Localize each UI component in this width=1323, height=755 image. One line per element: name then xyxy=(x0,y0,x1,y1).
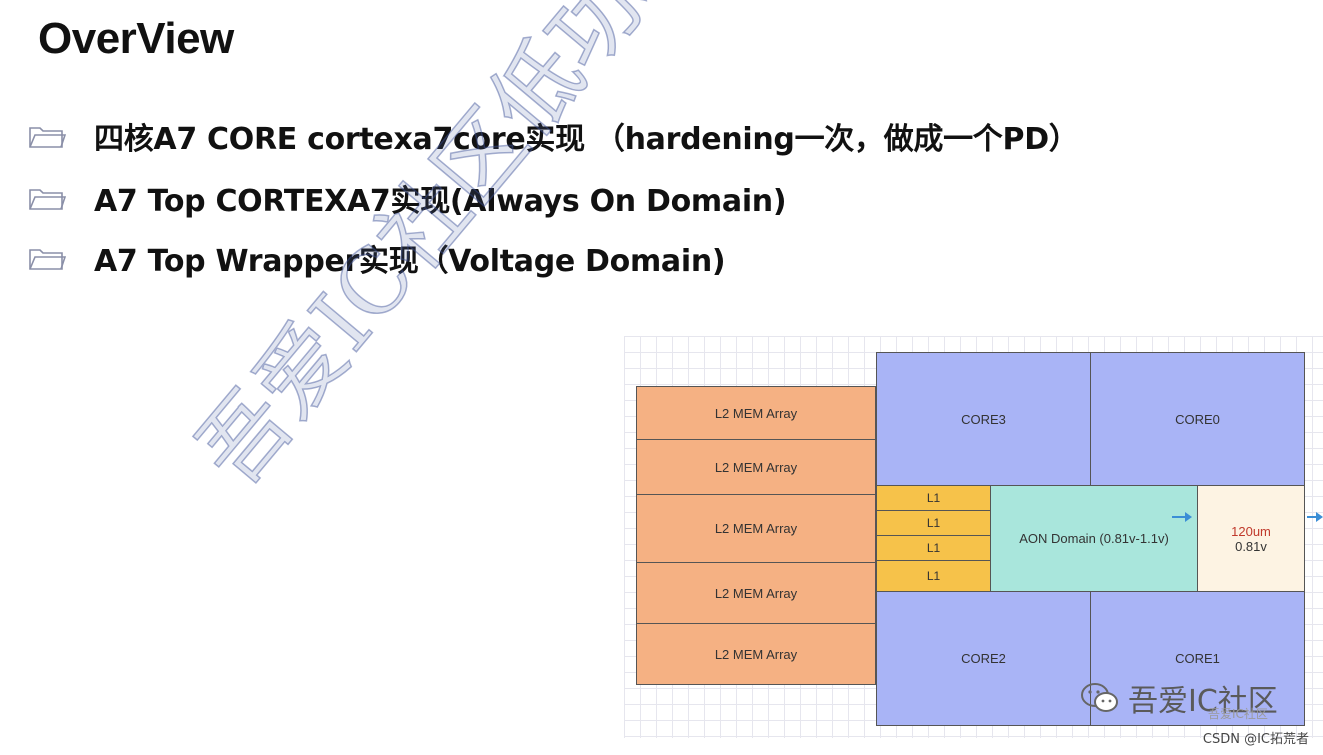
l2-mem-array: L2 MEM Array xyxy=(636,386,876,440)
l1-cache: L1 xyxy=(876,510,991,536)
folder-icon xyxy=(29,127,66,148)
l1-cache: L1 xyxy=(876,485,991,511)
core3-block: CORE3 xyxy=(876,352,1091,486)
bullet-text: A7 Top Wrapper实现（Voltage Domain) xyxy=(94,244,726,279)
core1-block: CORE1 xyxy=(1090,591,1305,726)
core0-block: CORE0 xyxy=(1090,352,1305,486)
aon-domain: AON Domain (0.81v-1.1v) xyxy=(990,485,1198,592)
bullet-item: A7 Top CORTEXA7实现(Always On Domain) xyxy=(28,178,787,219)
core2-block: CORE2 xyxy=(876,591,1091,726)
bullet-item: A7 Top Wrapper实现（Voltage Domain) xyxy=(28,238,726,279)
brand-logo: 吾爱IC社区 xyxy=(1080,676,1278,720)
l1-cache: L1 xyxy=(876,535,991,561)
wechat-icon xyxy=(1081,683,1118,712)
pad-region: 120um 0.81v xyxy=(1197,485,1305,592)
l1-cache: L1 xyxy=(876,560,991,592)
arrow-icon xyxy=(1172,512,1192,522)
folder-icon xyxy=(29,189,66,210)
arrow-icon xyxy=(1307,512,1323,522)
pad-size-label: 120um xyxy=(1231,523,1271,539)
folder-icon xyxy=(29,249,66,270)
bullet-text: A7 Top CORTEXA7实现(Always On Domain) xyxy=(94,184,787,219)
l2-mem-array: L2 MEM Array xyxy=(636,439,876,495)
pad-voltage-label: 0.81v xyxy=(1235,538,1267,554)
l2-mem-array: L2 MEM Array xyxy=(636,494,876,563)
bullet-item: 四核A7 CORE cortexa7core实现 （hardening一次，做成… xyxy=(28,116,1079,157)
l2-mem-array: L2 MEM Array xyxy=(636,562,876,624)
brand-sub: 吾爱IC社区 xyxy=(1208,707,1268,721)
floorplan-diagram: L2 MEM Array L2 MEM Array L2 MEM Array L… xyxy=(624,336,1323,738)
brand-name: 吾爱IC社区 xyxy=(1128,684,1278,719)
page-title: OverView xyxy=(38,14,234,63)
l2-mem-array: L2 MEM Array xyxy=(636,623,876,685)
bullet-text: 四核A7 CORE cortexa7core实现 （hardening一次，做成… xyxy=(94,122,1079,157)
footer-credit: CSDN @IC拓荒者 xyxy=(1202,732,1309,747)
